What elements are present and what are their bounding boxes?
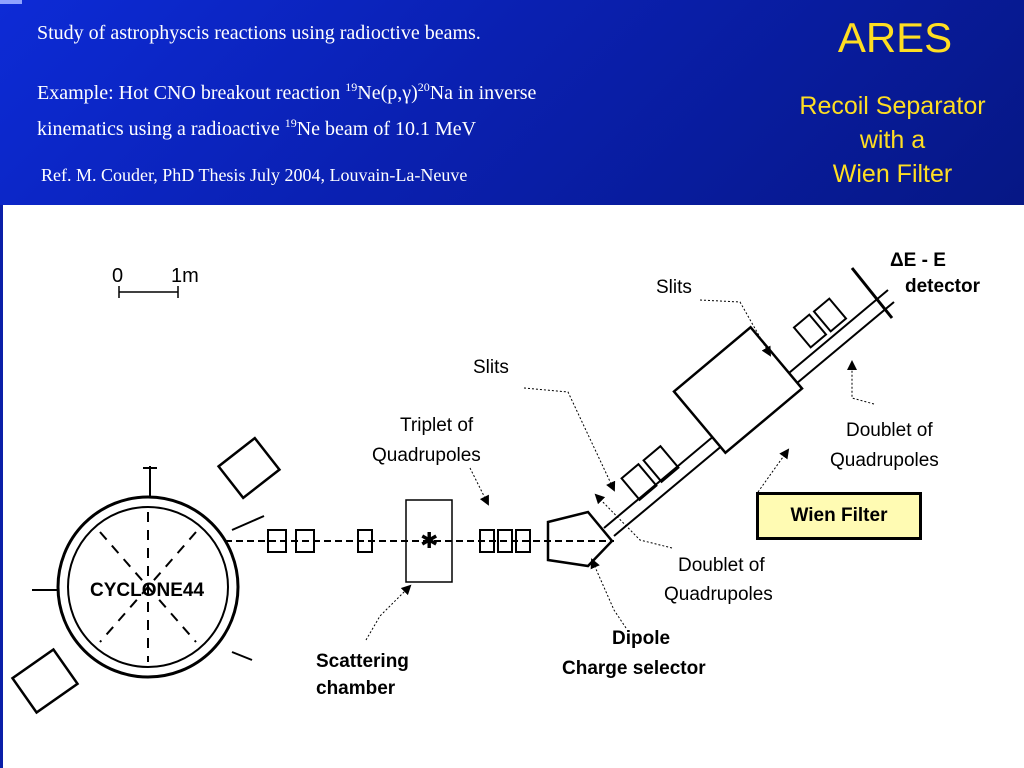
example-text-a: Example: Hot CNO breakout reaction <box>37 82 346 104</box>
example-text-e: Ne beam of 10.1 MeV <box>296 118 477 140</box>
slits-lower-label: Slits <box>473 357 509 378</box>
horizontal-beamline <box>225 499 614 583</box>
example-text-d: kinematics using a radioactive <box>37 118 285 140</box>
doublet-lower-label-1: Doublet of <box>678 555 765 576</box>
doublet-upper-label-2: Quadrupoles <box>830 450 939 471</box>
mass-number-2: 20 <box>417 80 430 94</box>
leader-lines <box>365 299 875 641</box>
header-banner <box>0 0 1024 205</box>
cyclotron <box>10 436 282 715</box>
scale-bar <box>118 286 179 298</box>
dipole-label-1: Dipole <box>612 628 670 649</box>
scattering-label-2: chamber <box>316 678 396 699</box>
triplet-label-1: Triplet of <box>400 415 474 436</box>
subtitle-line-2: with a <box>859 126 926 154</box>
example-text-b: Ne(p,γ) <box>357 82 418 104</box>
mass-number-3: 19 <box>284 116 297 130</box>
example-text: Example: Hot CNO breakout reaction 19Ne(… <box>37 72 536 144</box>
target-star: ✱ <box>420 528 438 553</box>
doublet-upper-label-1: Doublet of <box>846 420 933 441</box>
subtitle-line-3: Wien Filter <box>832 160 953 188</box>
scattering-label-1: Scattering <box>316 651 409 672</box>
detector-label: detector <box>905 276 981 297</box>
subtitle-line-1: Recoil Separator <box>799 92 986 120</box>
scale-one: 1m <box>171 265 199 287</box>
page-title: ARES <box>837 14 953 61</box>
corner-mark <box>0 0 22 4</box>
reference-text: Ref. M. Couder, PhD Thesis July 2004, Lo… <box>41 165 468 185</box>
scale-zero: 0 <box>112 265 123 287</box>
de-e-label: ΔE - E <box>890 250 946 271</box>
slits-upper-label: Slits <box>656 277 692 298</box>
dipole-label-2: Charge selector <box>562 658 706 679</box>
example-text-c: Na in inverse <box>429 82 537 104</box>
mass-number-1: 19 <box>345 80 358 94</box>
doublet-lower-label-2: Quadrupoles <box>664 584 773 605</box>
wien-filter-label: Wien Filter <box>756 492 922 540</box>
cyclotron-label: CYCLONE44 <box>90 580 204 601</box>
intro-text: Study of astrophyscis reactions using ra… <box>37 22 481 44</box>
page-subtitle: Recoil Separator with a Wien Filter <box>770 89 1015 191</box>
ares-diagram: 0 1m CYCLONE44 ✱ <box>10 250 981 715</box>
left-strip <box>0 205 3 768</box>
triplet-label-2: Quadrupoles <box>372 445 481 466</box>
angled-beamline <box>603 267 895 537</box>
